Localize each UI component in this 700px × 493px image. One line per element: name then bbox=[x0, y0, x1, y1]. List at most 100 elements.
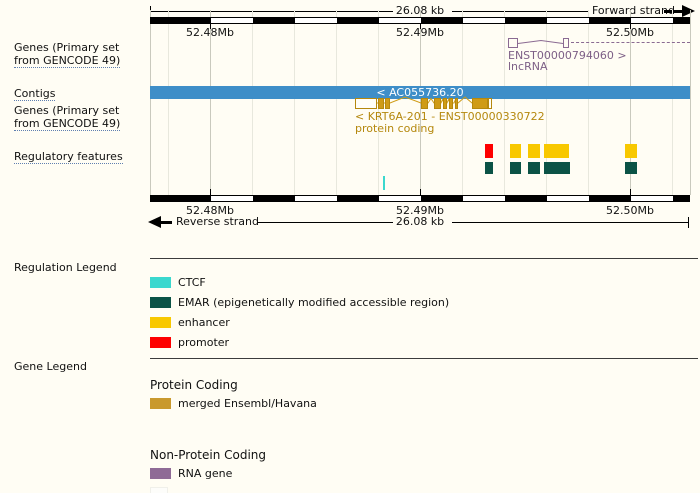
protein-gene-coding-exon[interactable] bbox=[455, 98, 458, 109]
legend-item: enhancer bbox=[150, 316, 449, 329]
legend-swatch bbox=[150, 317, 171, 328]
emar-feature[interactable] bbox=[528, 162, 540, 174]
emar-feature[interactable] bbox=[544, 162, 570, 174]
enhancer-feature[interactable] bbox=[528, 144, 540, 158]
legend-label: enhancer bbox=[178, 316, 230, 329]
bottom-scale-length-label: 26.08 kb bbox=[395, 215, 445, 228]
lncrna-intron-line bbox=[517, 39, 564, 44]
bottom-ruler-bar bbox=[150, 195, 690, 202]
reverse-strand-arrow-icon bbox=[148, 216, 161, 228]
regulation-legend-title: Regulation Legend bbox=[14, 261, 117, 274]
top-tick-3 bbox=[630, 24, 631, 29]
legend-label: promoter bbox=[178, 336, 230, 349]
enhancer-feature[interactable] bbox=[510, 144, 521, 158]
gridline bbox=[336, 10, 337, 195]
legend-swatch-partial bbox=[150, 487, 168, 493]
promoter-feature[interactable] bbox=[485, 144, 493, 158]
top-mb-label-3: 52.50Mb bbox=[606, 26, 654, 39]
forward-strand-label: Forward strand bbox=[592, 4, 675, 17]
legend-item: merged Ensembl/Havana bbox=[150, 397, 317, 410]
emar-feature[interactable] bbox=[510, 162, 521, 174]
forward-strand-arrow-icon bbox=[682, 5, 695, 17]
gridline bbox=[252, 10, 253, 195]
legend-swatch bbox=[150, 337, 171, 348]
gridline bbox=[630, 10, 631, 195]
protein-gene-coding-exon[interactable] bbox=[421, 98, 428, 109]
emar-feature[interactable] bbox=[625, 162, 637, 174]
contig-name: < AC055736.20 bbox=[376, 86, 464, 99]
scale-line-right bbox=[452, 11, 589, 12]
reverse-strand-label: Reverse strand bbox=[176, 215, 259, 228]
track-label-contigs[interactable]: Contigs bbox=[14, 87, 56, 101]
contig-bar[interactable]: < AC055736.20 bbox=[150, 86, 690, 99]
protein-gene-coding-exon[interactable] bbox=[449, 98, 453, 109]
gene-legend-section-items: merged Ensembl/Havana bbox=[150, 397, 317, 418]
gridline bbox=[588, 10, 589, 195]
bottom-tick-3 bbox=[630, 189, 631, 195]
bottom-mb-label-3: 52.50Mb bbox=[606, 204, 654, 217]
protein-gene-utr-exon[interactable] bbox=[488, 98, 492, 109]
gridline bbox=[462, 10, 463, 195]
bottom-tick-2 bbox=[420, 189, 421, 195]
legend-label: EMAR (epigenetically modified accessible… bbox=[178, 296, 450, 309]
gridline bbox=[546, 10, 547, 195]
top-mb-label-1: 52.48Mb bbox=[186, 26, 234, 39]
protein-gene-coding-exon[interactable] bbox=[472, 98, 488, 109]
protein-gene-coding-exon[interactable] bbox=[378, 98, 384, 109]
top-tick-2 bbox=[420, 24, 421, 29]
gene-legend-title: Gene Legend bbox=[14, 360, 87, 373]
enhancer-feature[interactable] bbox=[625, 144, 637, 158]
legend-item: EMAR (epigenetically modified accessible… bbox=[150, 296, 450, 309]
legend-label: merged Ensembl/Havana bbox=[178, 397, 317, 410]
panel-edge-gridline bbox=[690, 10, 691, 195]
protein-gene-biotype-label: protein coding bbox=[355, 122, 435, 135]
protein-gene-coding-exon[interactable] bbox=[434, 98, 441, 109]
bottom-tick-1 bbox=[210, 189, 211, 195]
top-mb-label-2: 52.49Mb bbox=[396, 26, 444, 39]
regulation-legend-items: CTCF EMAR (epigenetically modified access… bbox=[150, 276, 450, 357]
lncrna-biotype-label: lncRNA bbox=[508, 60, 548, 73]
scale-line-left bbox=[150, 11, 393, 12]
track-label-regulatory[interactable]: Regulatory features bbox=[14, 150, 123, 164]
legend-swatch bbox=[150, 297, 171, 308]
lncrna-id-label[interactable]: ENST00000794060 > bbox=[508, 49, 627, 62]
gridline bbox=[210, 10, 211, 195]
lncrna-transcript[interactable] bbox=[505, 36, 573, 50]
gridline bbox=[168, 10, 169, 195]
enhancer-feature[interactable] bbox=[544, 144, 569, 158]
protein-gene-coding-exon[interactable] bbox=[443, 98, 447, 109]
legend-item: CTCF bbox=[150, 276, 449, 289]
lncrna-exon[interactable] bbox=[508, 38, 518, 48]
gene-legend-heading: Protein Coding bbox=[150, 378, 238, 392]
track-label-genes-forward[interactable]: Genes (Primary set from GENCODE 49) bbox=[14, 41, 121, 68]
legend-item: promoter bbox=[150, 336, 449, 349]
protein-gene-coding-exon[interactable] bbox=[385, 98, 390, 109]
bottom-mb-label-2: 52.49Mb bbox=[396, 204, 444, 217]
bottom-scale-line-left bbox=[257, 222, 393, 223]
lncrna-extension-dashed-line bbox=[571, 42, 690, 43]
gridline bbox=[672, 10, 673, 195]
legend-swatch bbox=[150, 468, 171, 479]
gene-legend-divider bbox=[150, 358, 698, 359]
legend-swatch bbox=[150, 277, 171, 288]
track-label-genes-reverse[interactable]: Genes (Primary set from GENCODE 49) bbox=[14, 104, 121, 131]
gene-legend-section-items: RNA gene bbox=[150, 467, 232, 488]
reverse-strand-arrow-tail bbox=[160, 221, 172, 224]
legend-swatch bbox=[150, 398, 171, 409]
legend-label: CTCF bbox=[178, 276, 206, 289]
gridline bbox=[294, 10, 295, 195]
panel-edge-gridline bbox=[150, 10, 151, 195]
forward-strand-arrow-tail bbox=[664, 10, 682, 13]
bottom-mb-label-1: 52.48Mb bbox=[186, 204, 234, 217]
emar-feature[interactable] bbox=[485, 162, 493, 174]
protein-gene-structure[interactable] bbox=[352, 95, 496, 112]
protein-gene-id-label[interactable]: < KRT6A-201 - ENST00000330722 bbox=[355, 110, 545, 123]
regulation-legend-divider bbox=[150, 258, 698, 259]
protein-gene-utr-exon[interactable] bbox=[355, 98, 377, 109]
ctcf-feature[interactable] bbox=[383, 176, 385, 190]
gridline bbox=[504, 10, 505, 195]
top-ruler-bar bbox=[150, 17, 690, 24]
lncrna-exon[interactable] bbox=[563, 38, 569, 48]
bottom-scale-line-right bbox=[452, 222, 688, 223]
